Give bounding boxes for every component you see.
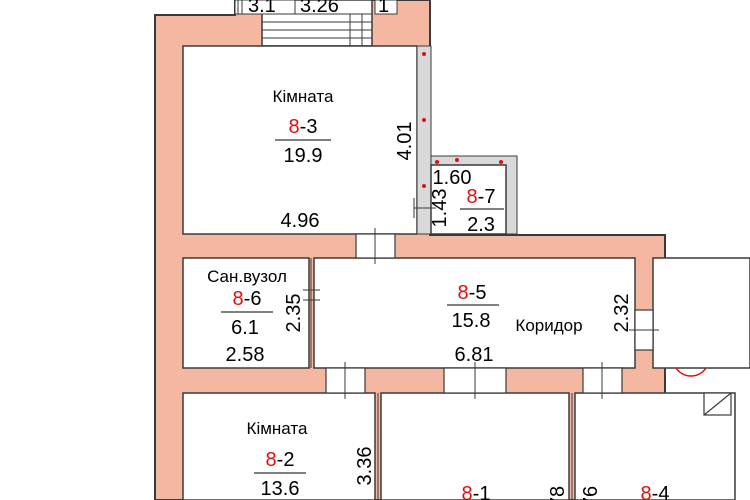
dim-top-b: 3.26 bbox=[300, 0, 339, 17]
dim-r4-partial: 76 bbox=[580, 486, 602, 500]
dim-r6-height: 2.35 bbox=[283, 294, 305, 333]
room-8-5-number: 8-5 bbox=[458, 282, 487, 304]
room-8-5-area: 15.8 bbox=[452, 310, 491, 332]
dim-r3-height: 4.01 bbox=[394, 122, 416, 161]
room-8-6-name: Сан.вузол bbox=[207, 267, 287, 286]
door-ticks bbox=[303, 228, 659, 399]
dim-top-a: 3.1 bbox=[248, 0, 276, 17]
dim-r5-height: 2.32 bbox=[611, 294, 633, 333]
grey-column bbox=[416, 45, 432, 235]
room-8-2-area: 13.6 bbox=[261, 478, 300, 500]
dim-r3-width: 4.96 bbox=[281, 210, 320, 232]
top-room-right bbox=[374, 0, 398, 15]
room-8-3-name: Кімната bbox=[273, 87, 334, 106]
room-8-2-number: 8-2 bbox=[266, 449, 295, 471]
room-8-6 bbox=[182, 257, 310, 369]
room-8-5-name: Коридор bbox=[515, 316, 582, 335]
dim-r5-width: 6.81 bbox=[455, 344, 494, 366]
room-8-1 bbox=[380, 392, 570, 500]
room-8-7 bbox=[430, 164, 507, 235]
room-8-6-number: 8-6 bbox=[233, 288, 262, 310]
room-right-partial bbox=[652, 257, 750, 369]
red-markers bbox=[422, 52, 503, 188]
room-8-6-area: 6.1 bbox=[231, 317, 259, 339]
room-8-2-name: Кімната bbox=[247, 419, 308, 438]
room-8-2 bbox=[182, 392, 376, 500]
room-8-3-area: 19.9 bbox=[284, 145, 323, 167]
room-8-3-number: 8-3 bbox=[289, 116, 318, 138]
top-room-left bbox=[234, 0, 296, 15]
dim-r7-width: 1.60 bbox=[433, 167, 472, 189]
room-8-4-number: 8-4 bbox=[641, 483, 670, 500]
dim-r6-width: 2.58 bbox=[226, 344, 265, 366]
dim-top-c: 1 bbox=[378, 0, 389, 17]
room-8-7-area: 2.3 bbox=[467, 214, 495, 236]
room-8-1-number: 8-1 bbox=[462, 483, 491, 500]
dim-r2-height: 3.36 bbox=[354, 447, 376, 486]
room-8-7-number: 8-7 bbox=[467, 186, 496, 208]
door-arc bbox=[675, 367, 707, 377]
dim-r7-height: 1.43 bbox=[429, 189, 451, 228]
dim-r1-partial: 78 bbox=[547, 486, 569, 500]
